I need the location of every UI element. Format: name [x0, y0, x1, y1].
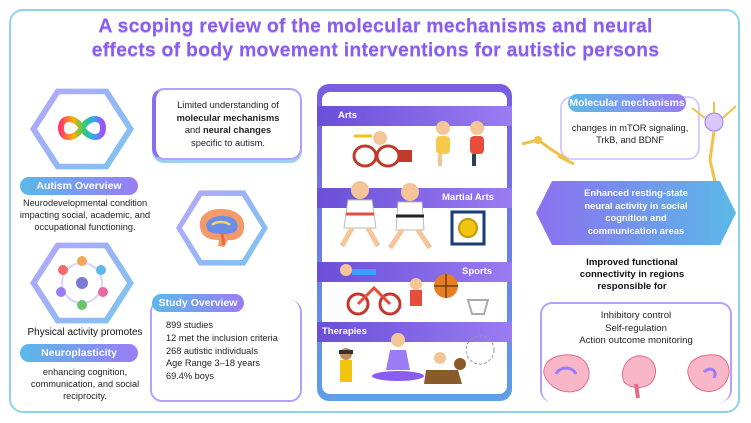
molecular-mechanisms-text: changes in mTOR signaling, TrkB, and BDN…: [571, 123, 689, 145]
brain-regions-icon: [543, 354, 730, 399]
study-item: 899 studies: [166, 320, 213, 330]
study-item: 12 met the inclusion criteria: [166, 332, 278, 343]
connectivity-items: Inhibitory control Self-regulation Actio…: [548, 310, 724, 348]
resting-state-banner: [536, 181, 736, 245]
gong-icon: [450, 210, 486, 246]
limited-post: specific to autism.: [191, 137, 265, 148]
physical-activity-lead: Physical activity promotes: [27, 327, 143, 338]
arts-label: Arts: [338, 110, 358, 121]
connectivity-item: Action outcome monitoring: [579, 335, 693, 346]
limited-mid: and: [184, 125, 201, 135]
exercise-circle-icon: [56, 256, 108, 310]
title-line-1: A scoping review of the molecular mechan…: [98, 15, 653, 37]
page-border: [9, 9, 740, 413]
autism-overview-text: Neurodevelopmental condition impacting s…: [19, 198, 151, 232]
neuroplasticity-label: Neuroplasticity: [20, 344, 138, 362]
infinity-icon: [57, 116, 107, 140]
therapies-band: [317, 322, 512, 342]
study-item: 268 autistic individuals: [166, 345, 258, 356]
sports-label: Sports: [462, 266, 493, 277]
limited-pre: Limited understanding of: [177, 100, 279, 110]
martial-arts-kids-icon: [339, 181, 433, 250]
sports-icon: [340, 264, 490, 316]
neuron-left-icon: [521, 136, 575, 166]
resting-state-text: Enhanced resting-state neural activity i…: [584, 187, 688, 236]
therapies-icon: [339, 333, 495, 384]
limited-bold-2: neural changes: [202, 125, 272, 135]
molecular-mechanisms-label: Molecular mechanisms: [568, 94, 686, 112]
study-item: 69.4% boys: [166, 371, 215, 382]
connectivity-item: Self-regulation: [605, 322, 667, 334]
neuron-right-icon: [691, 102, 737, 187]
sports-band: [317, 262, 512, 282]
study-item: Age Range 3–18 years: [166, 358, 260, 369]
study-overview-label: Study Overview: [152, 294, 244, 312]
page-title: A scoping review of the molecular mechan…: [0, 14, 751, 62]
drum-kit-icon: [352, 131, 412, 168]
limited-line-3: and neural changes: [156, 124, 300, 137]
study-items: 899 studies 12 met the inclusion criteri…: [166, 319, 306, 383]
connectivity-item: Inhibitory control: [600, 310, 672, 321]
limited-bold-1: molecular mechanisms: [176, 112, 280, 123]
connectivity-text: Improved functional connectivity in regi…: [579, 257, 685, 292]
study-overview-card: 899 studies 12 met the inclusion criteri…: [150, 300, 302, 402]
therapies-label: Therapies: [322, 326, 367, 337]
autism-overview-label: Autism Overview: [20, 177, 138, 195]
brain-icon: [199, 208, 245, 247]
arts-band: [317, 106, 512, 126]
martial-arts-label: Martial Arts: [442, 192, 494, 203]
neuroplasticity-text: enhancing cognition, communication, and …: [30, 367, 140, 401]
limited-understanding-card: Limited understanding of molecular mecha…: [152, 88, 302, 160]
kids-dancing-icon: [436, 121, 484, 166]
title-line-2: effects of body movement interventions f…: [91, 39, 660, 61]
